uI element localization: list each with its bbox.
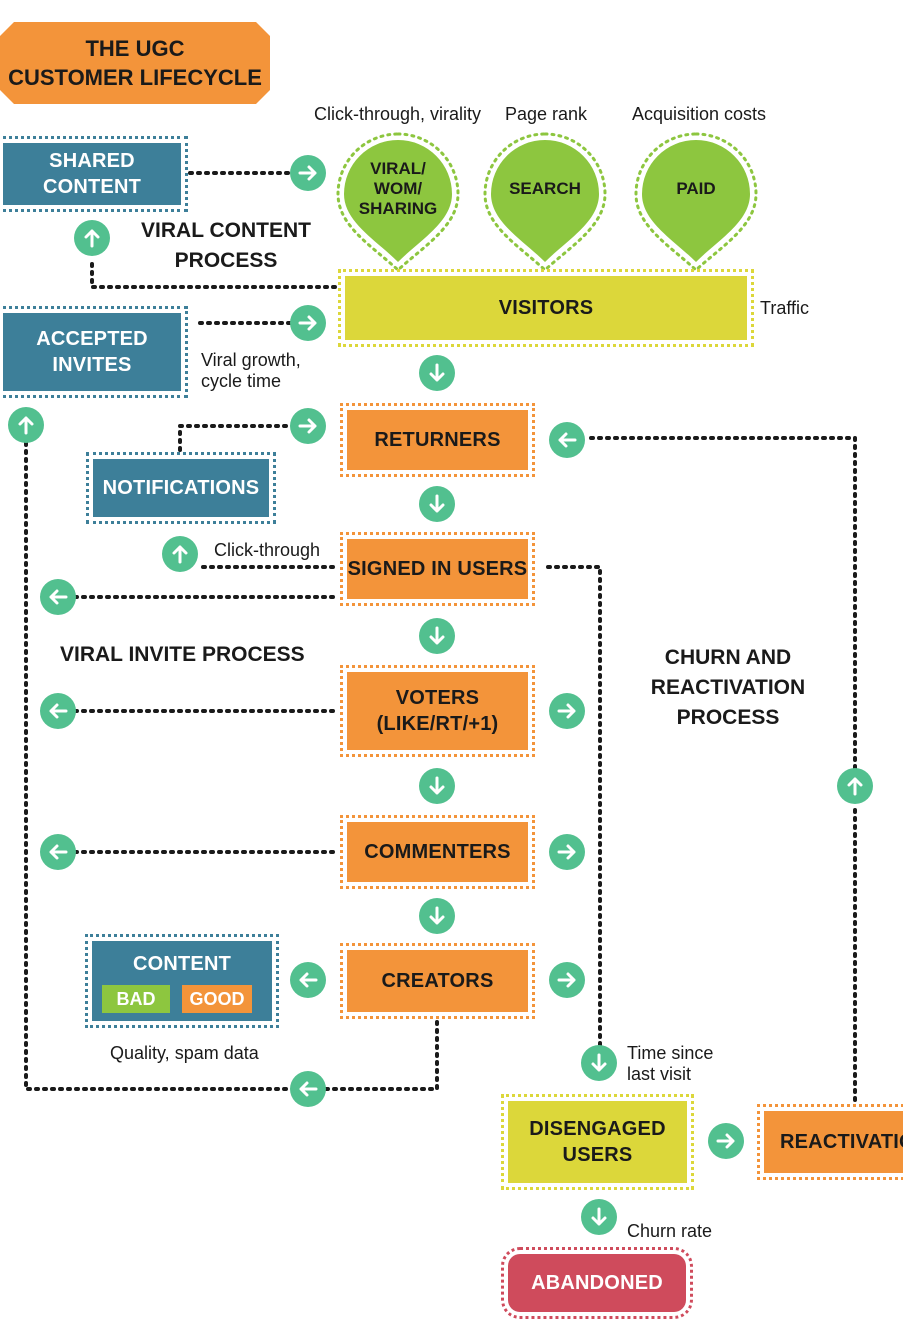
creators-node: CREATORS bbox=[340, 943, 535, 1019]
arrow-right-icon bbox=[290, 408, 326, 444]
quality-label: Quality, spam data bbox=[110, 1043, 259, 1063]
voters-node: VOTERS (LIKE/RT/+1) bbox=[340, 665, 535, 757]
content-label: CONTENT bbox=[132, 953, 232, 975]
arrow-left-icon bbox=[40, 693, 76, 729]
time-since-label: Time since last visit bbox=[627, 1043, 714, 1084]
arrow-right-icon bbox=[549, 693, 585, 729]
connector-visitors-to-shared bbox=[90, 256, 337, 289]
paid-pin-label: PAID bbox=[676, 179, 716, 198]
arrow-down-icon bbox=[419, 486, 455, 522]
viral-growth-label: Viral growth, cycle time bbox=[201, 350, 301, 391]
arrow-right-icon bbox=[290, 305, 326, 341]
arrow-right-icon bbox=[708, 1123, 744, 1159]
arrow-up-icon bbox=[74, 220, 110, 256]
arrow-down-icon bbox=[581, 1045, 617, 1081]
arrow-left-icon bbox=[549, 422, 585, 458]
notifications-node: NOTIFICATIONS bbox=[86, 452, 276, 524]
click-through-label: Click-through bbox=[214, 540, 321, 560]
arrow-up-icon bbox=[162, 536, 198, 572]
arrow-down-icon bbox=[419, 355, 455, 391]
arrow-up-icon bbox=[8, 407, 44, 443]
connector-invite-loop bbox=[24, 441, 292, 1091]
connector-creators-to-loop bbox=[323, 1020, 439, 1091]
arrow-right-icon bbox=[290, 155, 326, 191]
returners-node: RETURNERS bbox=[340, 403, 535, 477]
search-metric-label: Page rank bbox=[505, 104, 588, 124]
accepted-invites-node: ACCEPTED INVITES bbox=[0, 306, 188, 398]
connector-signedin-to-disengaged bbox=[546, 565, 602, 1047]
arrow-right-icon bbox=[549, 962, 585, 998]
connector-notifications-to-returners bbox=[178, 424, 292, 452]
viral-metric-label: Click-through, virality bbox=[314, 104, 482, 124]
abandoned-node: ABANDONED bbox=[501, 1247, 693, 1319]
content-bad-chip: BAD bbox=[102, 985, 170, 1013]
churn-rate-label: Churn rate bbox=[627, 1221, 713, 1241]
shared-content-node: SHARED CONTENT bbox=[0, 136, 188, 212]
channel-pins bbox=[336, 132, 758, 273]
arrow-down-icon bbox=[419, 618, 455, 654]
arrow-down-icon bbox=[419, 768, 455, 804]
search-pin bbox=[491, 140, 599, 262]
arrow-left-icon bbox=[40, 834, 76, 870]
arrow-down-icon bbox=[419, 898, 455, 934]
churn-heading: CHURN AND REACTIVATION PROCESS bbox=[650, 646, 806, 729]
content-good-chip: GOOD bbox=[182, 985, 252, 1013]
arrow-left-icon bbox=[290, 1071, 326, 1107]
visitors-node: VISITORS bbox=[338, 269, 754, 347]
connector-reactivation-up bbox=[583, 436, 857, 770]
traffic-label: Traffic bbox=[760, 298, 810, 318]
signed-in-users-node: SIGNED IN USERS bbox=[340, 532, 535, 606]
viral-content-heading: VIRAL CONTENT PROCESS bbox=[141, 219, 311, 272]
arrow-down-icon bbox=[581, 1199, 617, 1235]
paid-metric-label: Acquisition costs bbox=[632, 104, 767, 124]
viral-invite-heading: VIRAL INVITE PROCESS bbox=[60, 643, 305, 666]
arrow-left-icon bbox=[40, 579, 76, 615]
viral-pin-label: VIRAL/ WOM/ SHARING bbox=[358, 159, 438, 218]
search-pin-label: SEARCH bbox=[509, 179, 581, 198]
arrow-up-icon bbox=[837, 768, 873, 804]
arrow-right-icon bbox=[549, 834, 585, 870]
disengaged-users-node: DISENGAGED USERS bbox=[501, 1094, 694, 1190]
commenters-node: COMMENTERS bbox=[340, 815, 535, 889]
paid-pin bbox=[642, 140, 750, 262]
viral-pin bbox=[344, 140, 452, 262]
reactivation-node: REACTIVATION bbox=[757, 1104, 903, 1180]
arrow-left-icon bbox=[290, 962, 326, 998]
diagram-title: THE UGC CUSTOMER LIFECYCLE bbox=[0, 22, 270, 104]
